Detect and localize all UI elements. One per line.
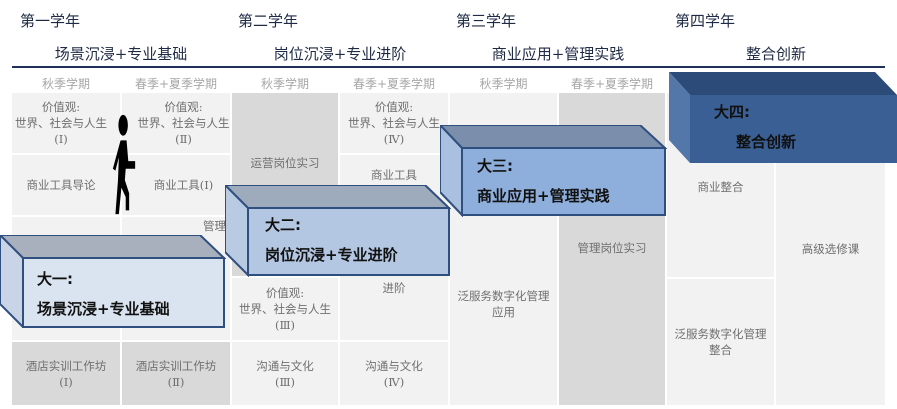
course-cell: 酒店实训工作坊(Ⅰ) bbox=[12, 342, 120, 405]
course-cell: 价值观:世界、社会与人生(Ⅰ) bbox=[12, 93, 120, 153]
box-title: 大四: bbox=[714, 103, 750, 121]
box-subtitle: 整合创新 bbox=[736, 133, 797, 151]
semester-label: 春季+夏季学期 bbox=[134, 77, 218, 91]
course-cell: 沟通与文化(Ⅲ) bbox=[232, 342, 338, 405]
course-cell: 酒店实训工作坊(Ⅱ) bbox=[122, 342, 230, 405]
semester-label: 秋季学期 bbox=[41, 77, 90, 91]
year-4-subtitle: 整合创新 bbox=[745, 45, 806, 63]
semester-label: 春季+夏季学期 bbox=[570, 77, 654, 91]
semester-label: 秋季学期 bbox=[260, 77, 309, 91]
box-subtitle: 岗位沉浸+专业进阶 bbox=[265, 246, 398, 264]
stage-box-year-2: 大二: 岗位沉浸+专业进阶 bbox=[225, 185, 451, 277]
box-title: 大二: bbox=[265, 216, 301, 234]
box-subtitle: 场景沉浸+专业基础 bbox=[37, 300, 170, 318]
header-rule bbox=[12, 66, 885, 68]
course-cell: 商业工具导论 bbox=[12, 155, 120, 215]
year-1-label: 第一学年 bbox=[20, 12, 81, 30]
year-1-subtitle: 场景沉浸+专业基础 bbox=[54, 45, 188, 63]
box-title: 大一: bbox=[37, 270, 73, 288]
course-cell: 价值观:世界、社会与人生(Ⅱ) bbox=[122, 93, 230, 153]
year-2-subtitle: 岗位沉浸+专业进阶 bbox=[273, 45, 407, 63]
stage-box-year-1: 大一: 场景沉浸+专业基础 bbox=[0, 235, 226, 328]
course-cell: 泛服务数字化管理整合 bbox=[667, 279, 774, 405]
semester-label: 秋季学期 bbox=[479, 77, 528, 91]
course-cell: 价值观:世界、社会与人生(Ⅳ) bbox=[340, 93, 448, 153]
year-3-label: 第三学年 bbox=[456, 12, 517, 30]
semester-label: 春季+夏季学期 bbox=[352, 77, 436, 91]
year-3-subtitle: 商业应用+管理实践 bbox=[491, 45, 625, 63]
stage-box-year-4: 大四: 整合创新 bbox=[669, 71, 897, 164]
walking-person-icon bbox=[112, 112, 136, 216]
course-cell: 沟通与文化(Ⅳ) bbox=[340, 342, 448, 405]
box-subtitle: 商业应用+管理实践 bbox=[477, 187, 610, 205]
stage-box-year-3: 大三: 商业应用+管理实践 bbox=[440, 125, 667, 217]
course-cell: 商业工具(Ⅰ) bbox=[122, 155, 230, 215]
year-2-label: 第二学年 bbox=[238, 12, 299, 30]
course-cell: 价值观:世界、社会与人生(Ⅲ) bbox=[232, 278, 338, 340]
box-title: 大三: bbox=[477, 157, 513, 175]
year-4-label: 第四学年 bbox=[675, 12, 736, 30]
